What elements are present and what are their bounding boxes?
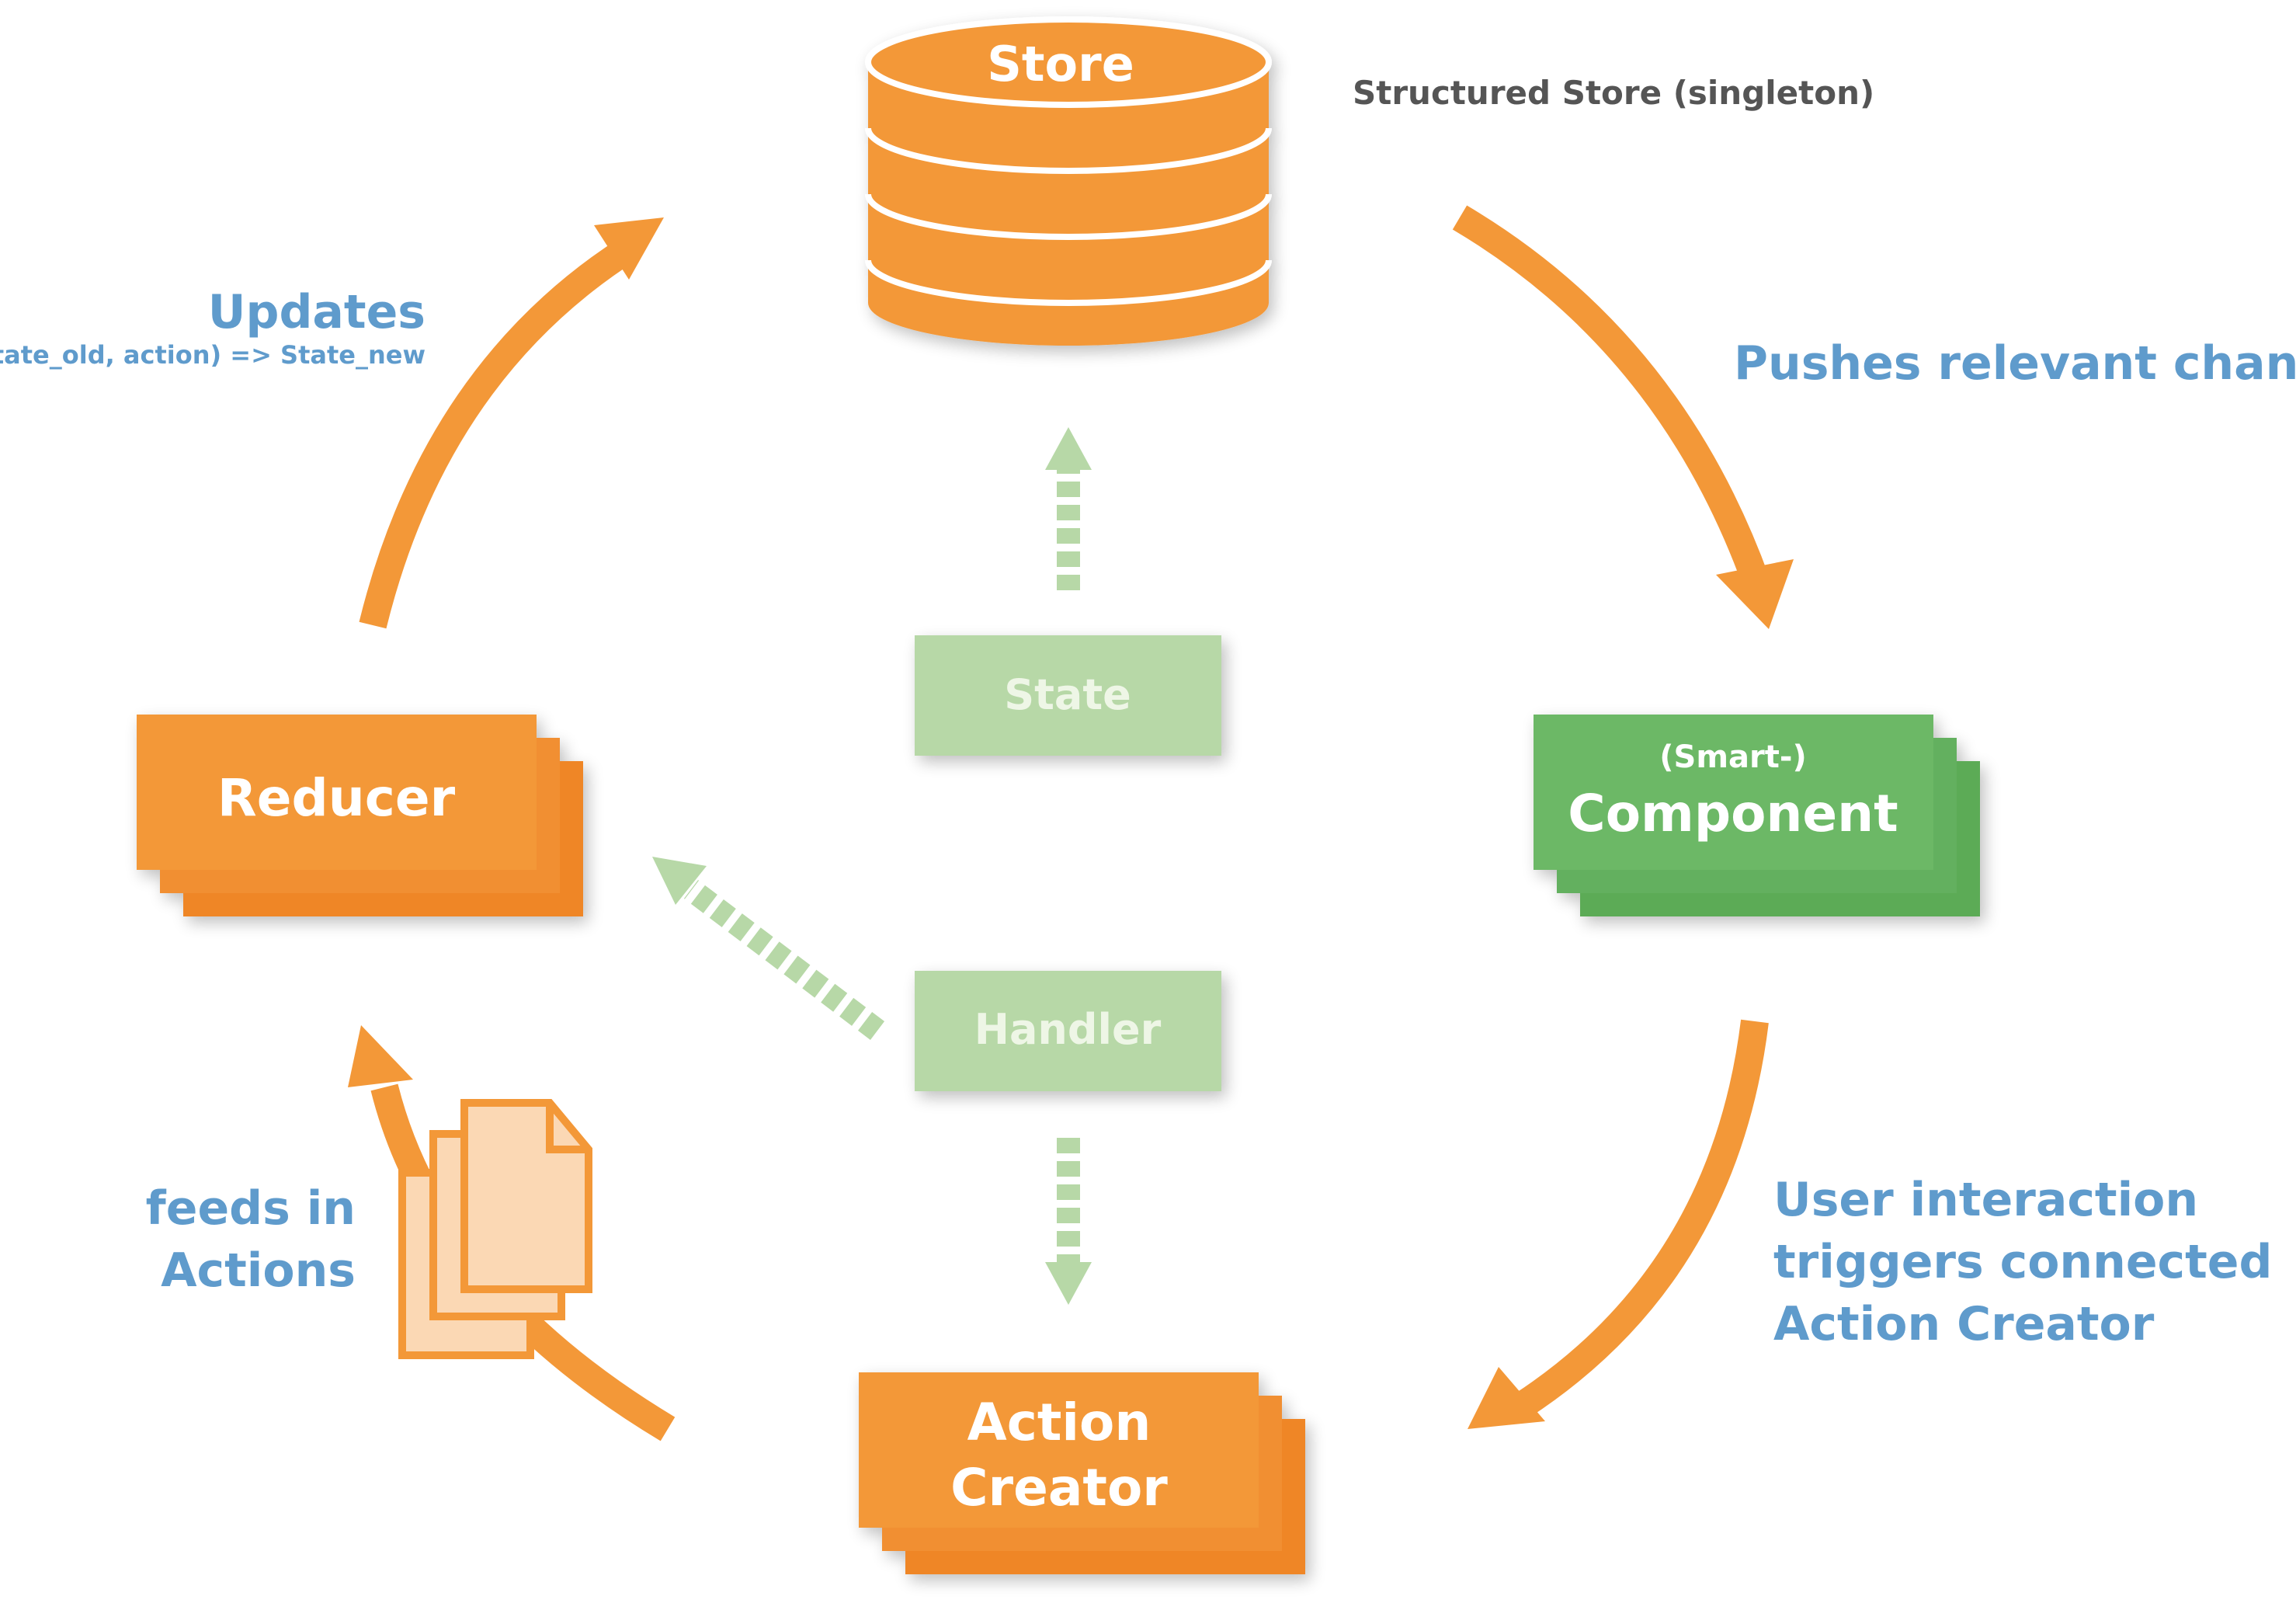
state-node [915,635,1221,756]
component-sub-label: (Smart-) [1659,739,1807,775]
user-interaction-line1: User interaction [1773,1173,2198,1227]
state-label: State [1004,670,1131,719]
database-icon [865,16,1272,346]
updates-formula: f(State_old, action) => State_new [0,340,426,370]
feeds-label-line1: feeds in [146,1181,356,1236]
component-node [1534,715,1980,916]
arrow-reducer-to-store [359,217,664,629]
store-node [865,16,1272,346]
user-interaction-line2: triggers connected [1773,1235,2272,1289]
store-label: Store [987,36,1134,92]
dashed-arrow-handler-to-reducer [652,857,885,1040]
dashed-arrow-state-to-store [1045,427,1092,590]
action-creator-line1: Action [967,1393,1151,1452]
handler-node [915,971,1221,1091]
reducer-node [137,715,583,916]
documents-icon [398,1099,592,1359]
arrow-store-to-component [1452,205,1794,629]
pushes-label: Pushes relevant changes [1734,336,2296,391]
feeds-label-line2: Actions [161,1243,356,1298]
dashed-arrow-handler-to-action-creator [1045,1138,1092,1305]
arrow-component-to-action-creator [1468,1019,1769,1429]
action-creator-line2: Creator [950,1458,1168,1518]
store-caption: Structured Store (singleton) [1353,74,1874,112]
reducer-label: Reducer [217,768,456,828]
component-label: Component [1568,784,1898,843]
action-creator-node [859,1372,1305,1574]
updates-label: Updates [208,285,426,339]
user-interaction-line3: Action Creator [1773,1297,2155,1351]
handler-label: Handler [974,1005,1162,1054]
